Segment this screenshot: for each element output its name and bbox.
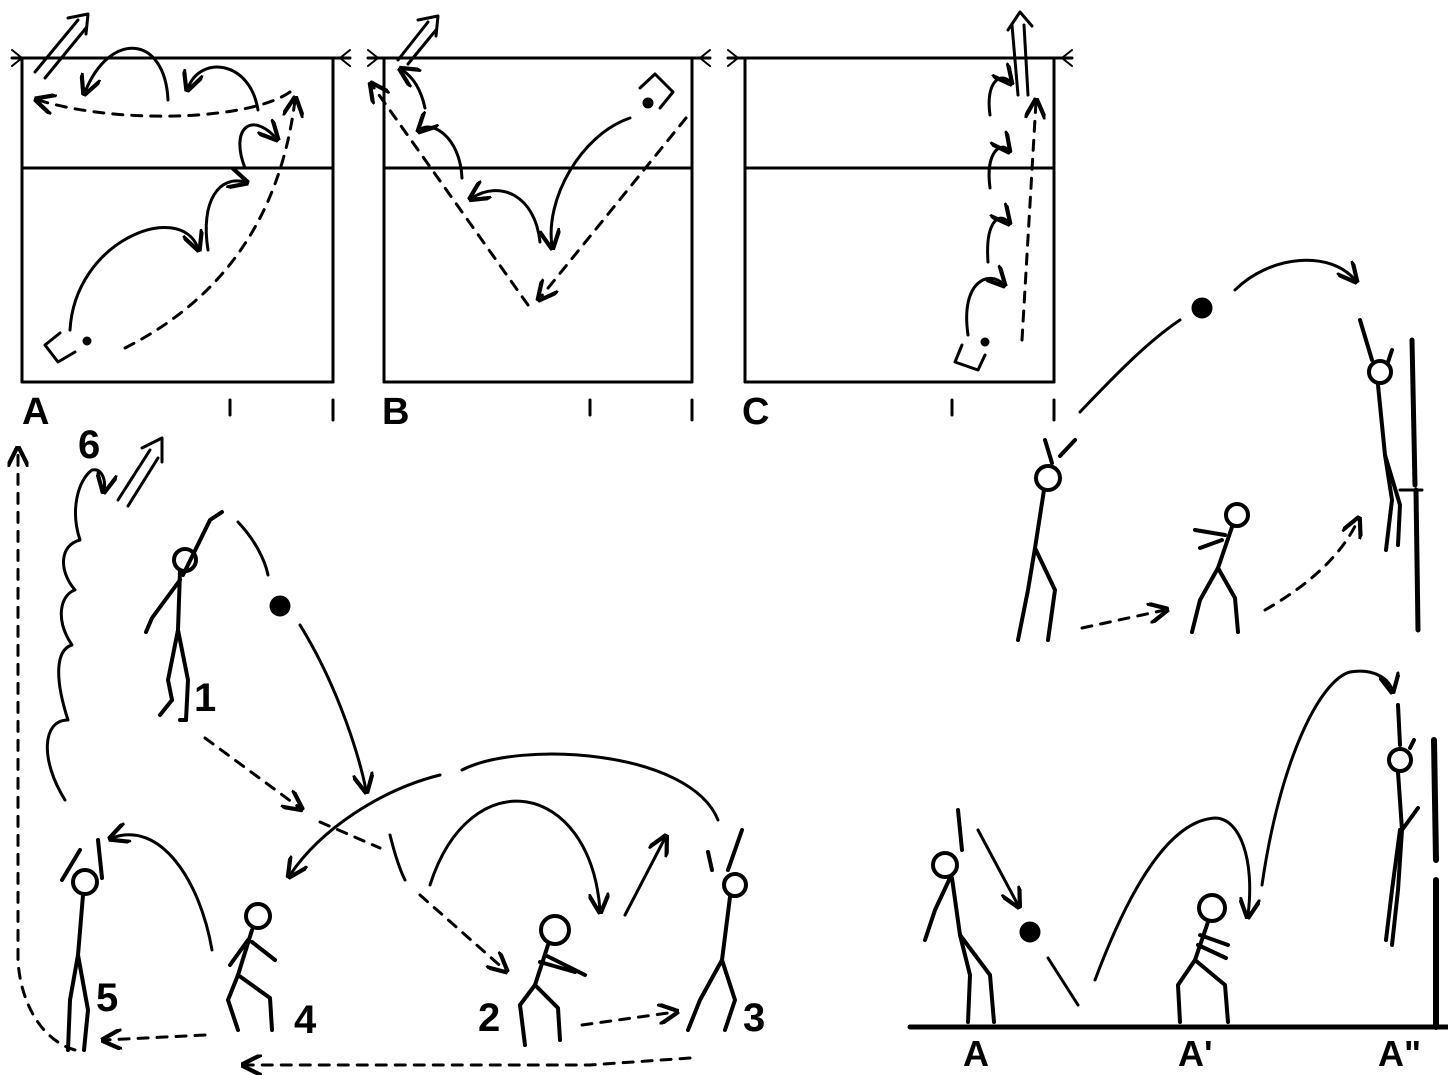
step-2-player-figure — [518, 914, 587, 1047]
court-b-exit-arrow-icon — [396, 14, 440, 66]
position-a-prime-figure — [1176, 893, 1230, 1024]
spike-wall — [1409, 337, 1421, 633]
spike-ball — [1191, 297, 1213, 319]
step-sequence — [18, 436, 748, 1065]
position-ball — [1019, 921, 1041, 943]
spike-jumper-figure — [1358, 318, 1402, 552]
position-a-prime-label: A' — [1178, 1033, 1213, 1074]
step-6-label: 6 — [78, 423, 101, 467]
position-wall — [1431, 737, 1439, 1030]
step-3-label: 3 — [743, 996, 766, 1040]
position-a-label: A — [963, 1033, 989, 1074]
spike-sequence — [1016, 258, 1424, 642]
position-sequence — [907, 669, 1448, 1030]
step-5-player-figure — [60, 838, 104, 1052]
step-6-exit-arrow-icon — [116, 436, 164, 508]
step-2-label: 2 — [478, 996, 501, 1040]
court-a-exit-arrow-icon — [33, 12, 90, 80]
court-b-player-start-icon — [638, 72, 675, 110]
step-5-label: 5 — [96, 976, 119, 1020]
step-1-label: 1 — [194, 676, 217, 720]
court-c — [726, 10, 1074, 422]
court-c-player-start-icon — [953, 343, 987, 372]
court-a-player-start-icon — [43, 331, 77, 364]
step-4-label: 4 — [294, 998, 317, 1042]
step-1-player-figure — [144, 510, 224, 722]
position-a-figure — [923, 808, 996, 1024]
court-c-exit-arrow-icon — [1006, 10, 1034, 97]
position-a-double-prime-label: A" — [1378, 1033, 1422, 1074]
spike-server-figure — [1016, 438, 1077, 642]
court-a — [10, 12, 352, 422]
court-c-label: C — [742, 391, 770, 433]
step-4-player-figure — [226, 902, 277, 1032]
position-a-double-prime-figure — [1384, 703, 1420, 947]
court-a-label: A — [22, 391, 50, 433]
step-3-player-figure — [686, 828, 748, 1032]
step-1-ball — [269, 595, 291, 617]
spike-crouch-figure — [1190, 502, 1250, 634]
court-b-label: B — [382, 391, 410, 433]
court-b — [366, 14, 712, 422]
